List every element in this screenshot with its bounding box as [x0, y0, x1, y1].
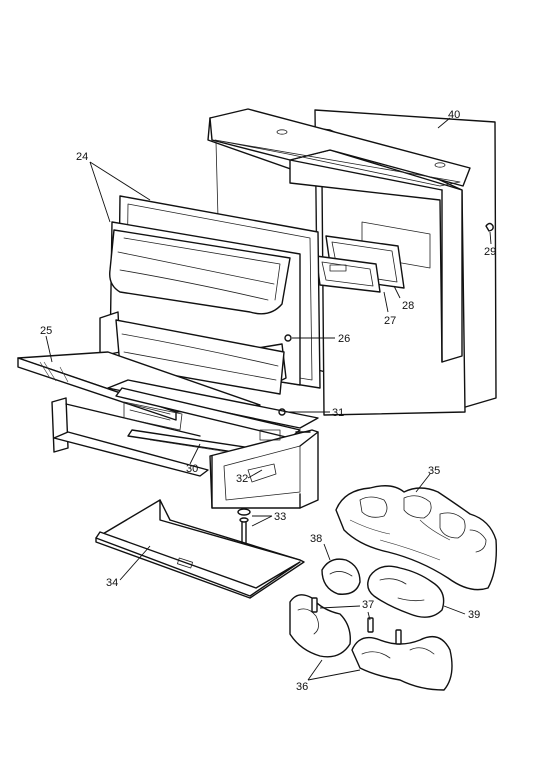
part-39-log [367, 565, 466, 618]
callout-30: 30 [186, 463, 198, 475]
callout-25: 25 [40, 325, 52, 337]
callout-27: 27 [384, 315, 396, 327]
callout-38: 38 [310, 533, 322, 545]
part-29-clip [485, 222, 494, 245]
callout-33: 33 [274, 511, 286, 523]
part-37-pins [311, 597, 402, 645]
callout-29: 29 [484, 246, 496, 258]
callout-32: 32 [236, 473, 248, 485]
callout-labels: 24 25 26 27 28 29 30 31 32 33 34 35 36 3… [40, 109, 496, 693]
part-35-log-bed [335, 485, 498, 591]
part-34-base-tray [95, 499, 305, 599]
callout-39: 39 [468, 609, 480, 621]
heat-exchanger [99, 221, 335, 395]
part-30-burner-frame [51, 379, 330, 509]
callout-37: 37 [362, 599, 374, 611]
callout-31: 31 [332, 407, 344, 419]
callout-28: 28 [402, 300, 414, 312]
callout-26: 26 [338, 333, 350, 345]
callout-40: 40 [448, 109, 460, 121]
callout-36: 36 [296, 681, 308, 693]
leader-lines [45, 117, 451, 681]
part-38-log [321, 543, 361, 595]
callout-24: 24 [76, 151, 88, 163]
part-28-control-bracket [315, 235, 405, 293]
callout-35: 35 [428, 465, 440, 477]
part-36-front-logs [289, 594, 453, 691]
callout-34: 34 [106, 577, 118, 589]
